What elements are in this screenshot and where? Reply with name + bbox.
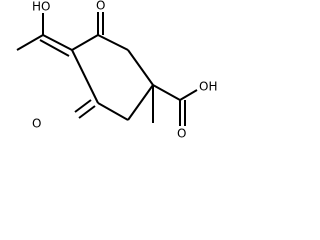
bond-ring-c1-c6 — [127, 84, 154, 121]
atom-label-ketone-bottom: O — [32, 117, 41, 131]
atom-label-hydroxyl-enol: HO — [32, 0, 50, 14]
bond-ring-c6-c5 — [97, 102, 129, 121]
bond-ring-c2-c1 — [127, 49, 154, 86]
molecule-structure: HO O O OH O — [16, 0, 217, 141]
bond-exocyclic-double-a — [42, 34, 73, 51]
bond-carboxyl-hydroxyl — [179, 89, 198, 101]
atom-label-acid-carbonyl: O — [177, 127, 186, 141]
bond-exocyclic-double-b — [39, 39, 70, 57]
bond-ring-c3-c2 — [97, 34, 129, 51]
atom-label-ketone-top: O — [96, 0, 105, 13]
bond-methyl-enol — [16, 34, 44, 51]
atom-label-acid-hydroxyl: OH — [199, 80, 217, 94]
bond-ketone-bottom-a — [74, 99, 92, 113]
bond-ring-c5-c4 — [71, 49, 99, 104]
bond-ring-c4-c3 — [71, 34, 99, 51]
bond-quaternary-carboxyl — [152, 84, 181, 101]
bond-ketone-bottom-b — [78, 105, 96, 119]
